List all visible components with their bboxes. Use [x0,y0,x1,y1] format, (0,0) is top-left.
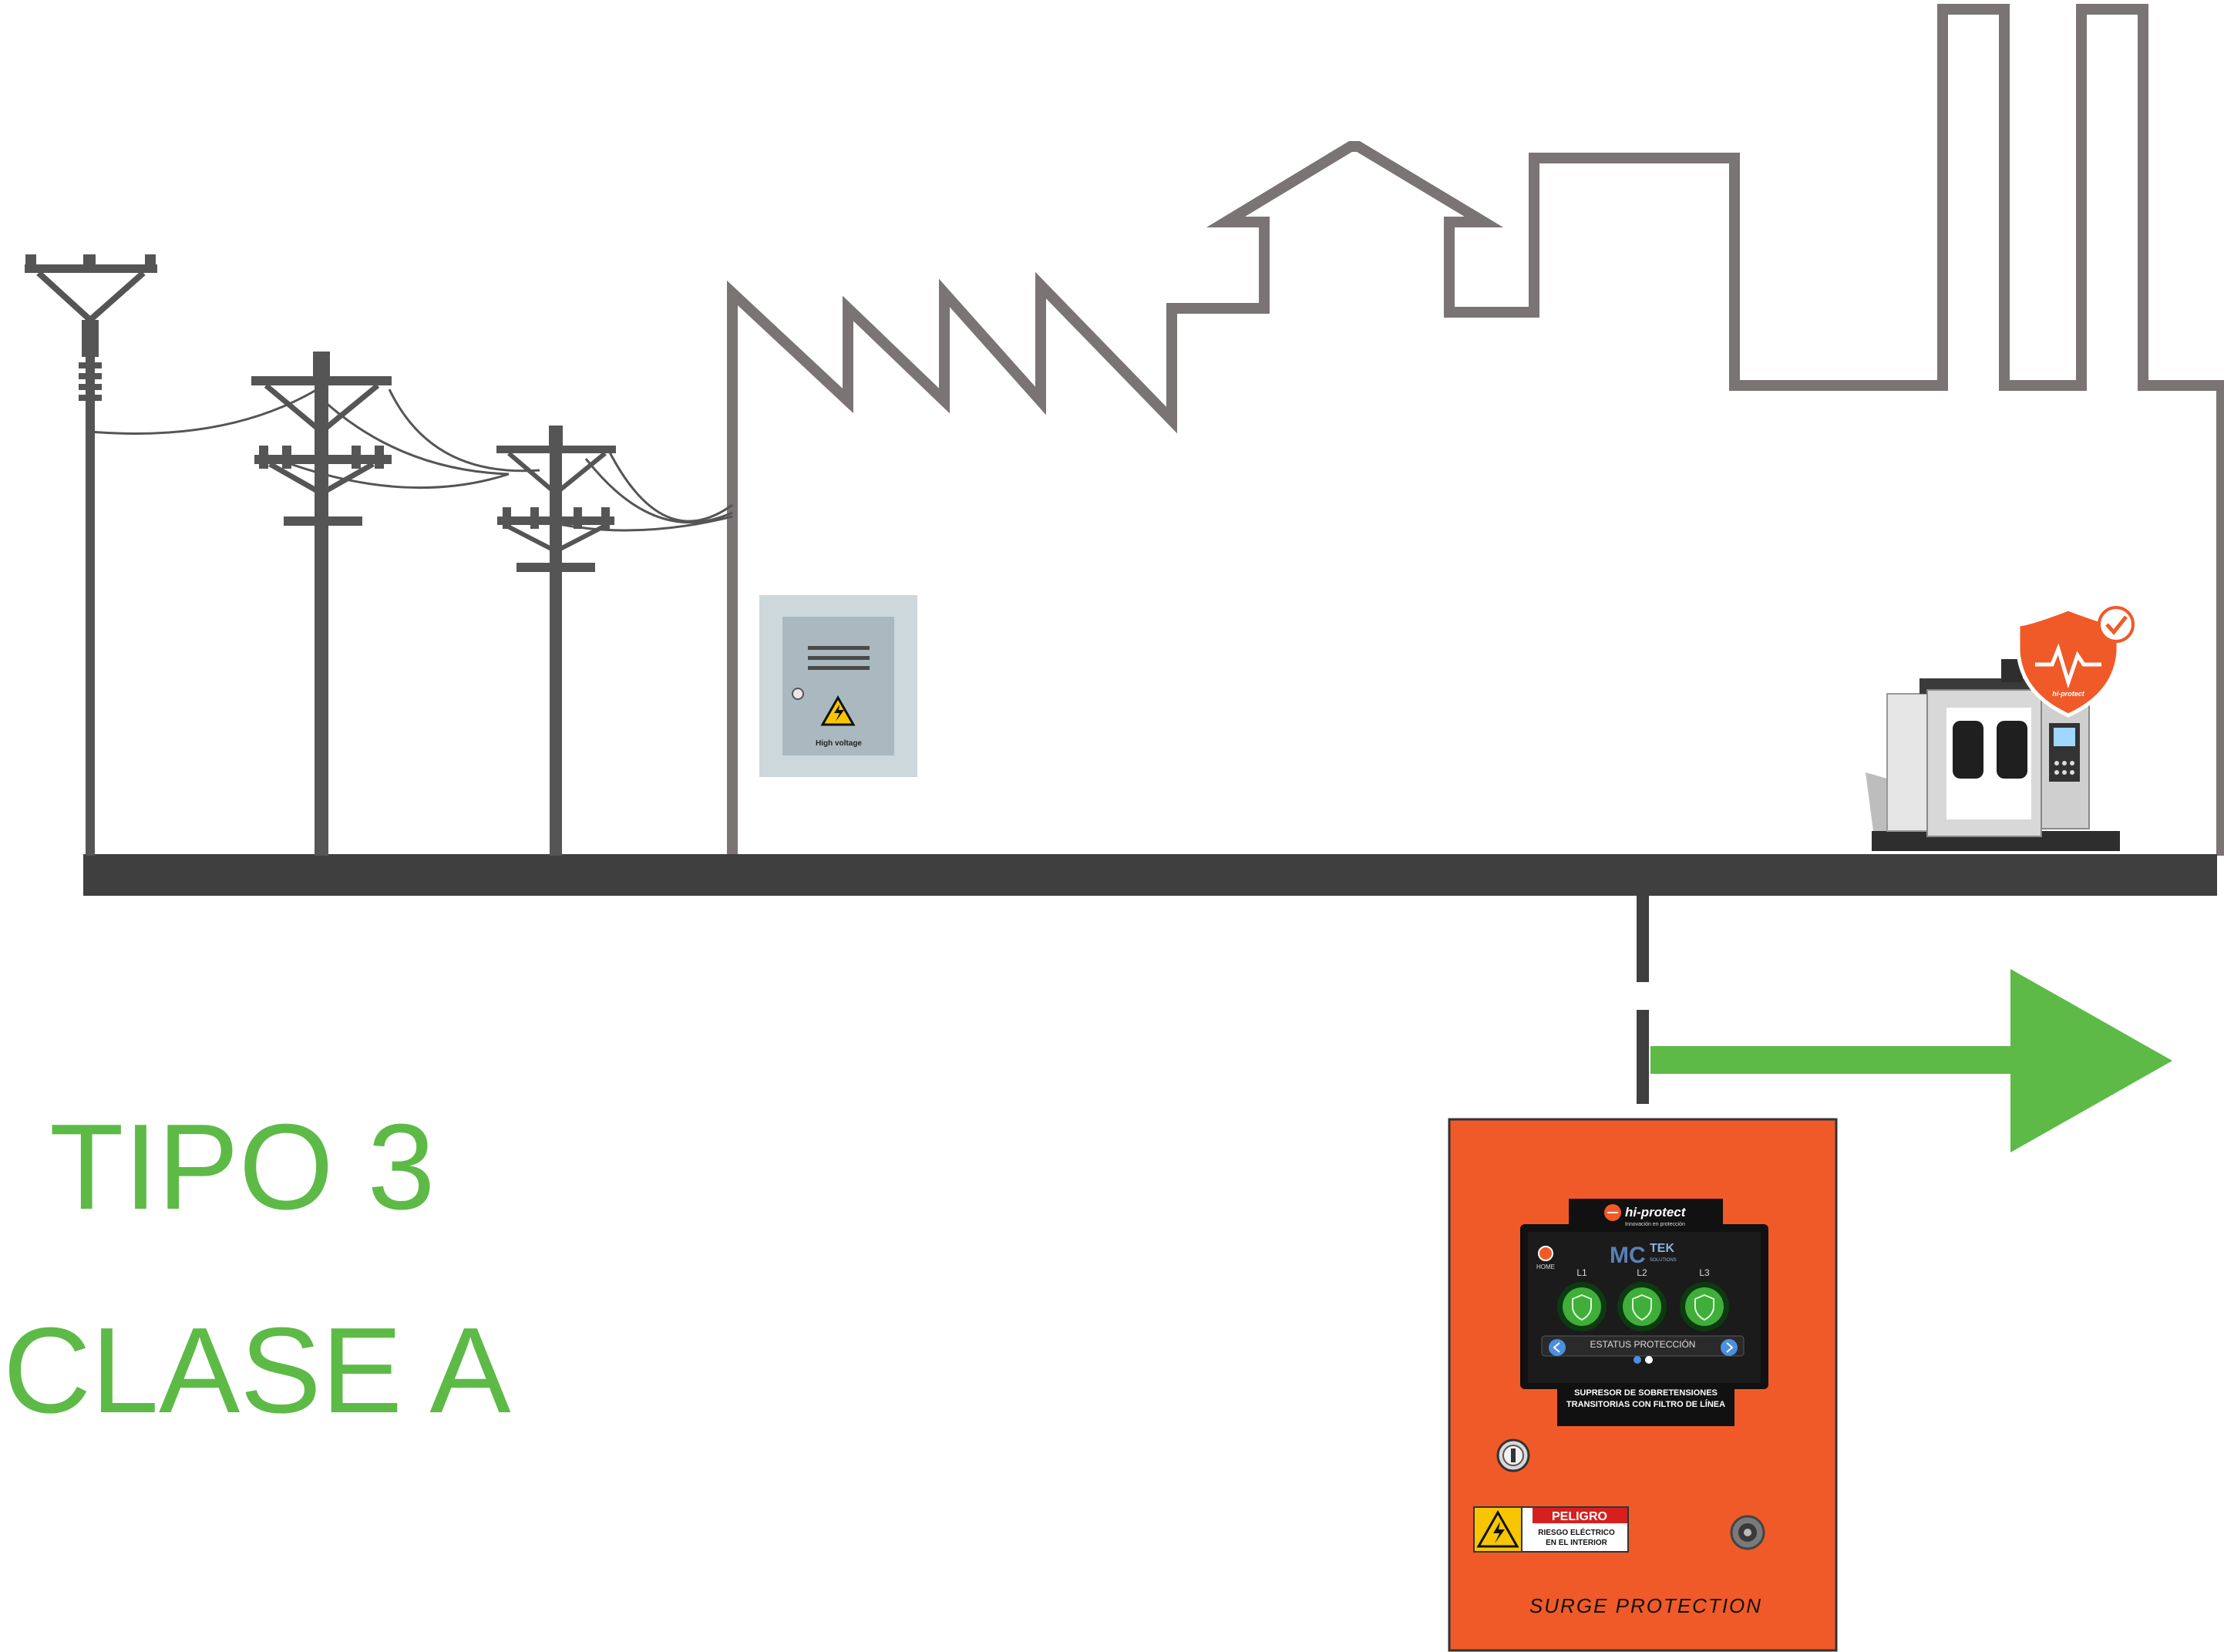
buzzer-indicator [1730,1515,1765,1550]
line-label-l2: L2 [1637,1267,1647,1278]
heartbeat-icon [2035,643,2101,689]
warning-line-1: RIESGO ELÉCTRICO [1538,1527,1615,1537]
screen-brand-small: SOLUTIONS [1650,1258,1677,1263]
next-arrow-icon[interactable] [1721,1339,1738,1356]
shield-icon [1572,1294,1592,1321]
ground-line [83,854,2217,896]
electrical-box: High voltage [759,595,917,777]
surge-protection-label: SURGE PROTECTION [1529,1594,1762,1617]
screen-brand-sub: TEK [1650,1242,1674,1255]
panel-brand: hi-protect [1625,1205,1687,1220]
shield-icon [1632,1294,1652,1321]
type-label: TIPO 3 [49,1099,435,1235]
check-circle-icon [2098,606,2135,643]
line-indicator-l3[interactable] [1680,1282,1729,1331]
power-pole-1 [25,254,157,856]
green-arrow [1650,969,2172,1152]
description-line-1: SUPRESOR DE SOBRETENSIONES [1574,1388,1718,1398]
key-switch[interactable] [1496,1438,1530,1472]
shield-icon [1694,1294,1714,1321]
line-indicator-l1[interactable] [1557,1282,1607,1331]
power-wires [89,384,733,532]
surge-protection-panel: hi-protect Innovación en protección HOME… [1448,1118,1838,1652]
warning-title: PELIGRO [1552,1510,1607,1523]
panel-brand-tagline: Innovación en protección [1625,1222,1685,1227]
cnc-machine [1866,659,2120,851]
class-label: CLASE A [3,1303,511,1438]
lock-icon [792,688,804,700]
high-voltage-sign-text: High voltage [816,739,862,748]
hi-protect-shield-badge: hi-protect [2016,606,2135,718]
power-pole-2 [251,352,392,856]
danger-warning-label: PELIGRO RIESGO ELÉCTRICO EN EL INTERIOR [1473,1506,1629,1553]
home-icon [1538,1246,1553,1261]
status-label: ESTATUS PROTECCIÓN [1590,1338,1696,1350]
line-indicator-l2[interactable] [1617,1282,1667,1331]
page-dot-2 [1645,1356,1653,1364]
factory-outline [727,4,2224,856]
description-line-2: TRANSITORIAS CON FILTRO DE LÍNEA [1566,1399,1725,1409]
home-label: HOME [1536,1263,1555,1270]
warning-line-2: EN EL INTERIOR [1546,1539,1608,1547]
page-dot-1 [1634,1356,1641,1364]
line-label-l1: L1 [1576,1267,1587,1278]
prev-arrow-icon[interactable] [1549,1339,1566,1356]
connection-line [1637,896,1649,1104]
screen-brand-main: MC [1610,1243,1646,1268]
badge-brand-text: hi-protect [2052,690,2085,698]
line-label-l3: L3 [1699,1267,1710,1278]
power-pole-3 [496,426,616,856]
